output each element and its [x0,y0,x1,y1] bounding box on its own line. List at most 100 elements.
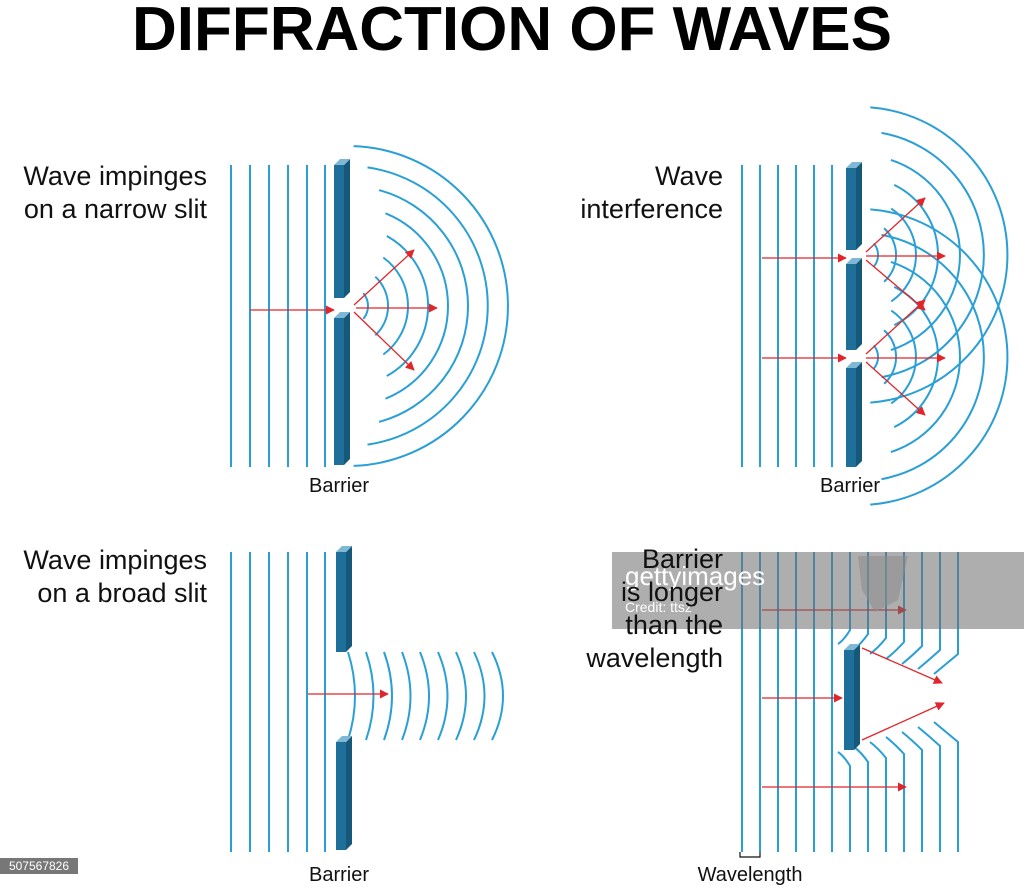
direction-arrow [865,197,926,253]
diffracted-wavefronts [870,106,1009,506]
barrier-side [856,162,862,250]
panel-label-line: Wave impinges [23,545,207,575]
barrier-caption: Barrier [309,864,369,886]
barrier-top [846,362,862,368]
image-id-background [0,858,78,874]
wavelength-bracket [739,852,761,858]
barrier-side [856,362,862,467]
panel-narrow-slit: Wave impinges on a narrow slit Barrier [23,145,509,497]
barrier-side [856,258,862,350]
incident-wavefronts [741,165,833,467]
wavefront-arc [367,166,489,446]
barrier-top [844,644,860,650]
page-title: DIFFRACTION OF WAVES [132,0,892,64]
barrier-face [846,168,856,250]
barrier-top [336,736,352,742]
barrier-side [346,736,352,850]
panel-label-line: Barrier [642,544,723,574]
incident-wavefronts [230,552,326,852]
wavefront-arc [383,651,393,741]
barrier-side [344,159,350,298]
panel-broad-slit: Wave impinges on a broad slit Barrier [23,545,504,886]
wavefront-arc [374,275,389,337]
direction-arrow [353,249,415,306]
direction-arrows [762,197,946,416]
barrier-face [334,318,344,465]
barrier-face [846,368,856,467]
barrier [334,159,350,465]
wavefront-arc [437,651,449,741]
panel-label-line: than the [625,610,723,640]
wavefront-arc [881,233,985,481]
watermark-credit: Credit: ttsz [625,599,692,615]
direction-arrows [250,249,438,371]
wavefront-arc [419,651,430,741]
barrier-face [336,552,346,652]
wavefront-arc [917,552,941,670]
panel-label-line: wavelength [585,643,723,673]
watermark: gettyimages Credit: ttsz [612,552,1024,629]
direction-arrow [861,647,943,684]
wavefront-arc [837,751,851,852]
barrier-caption: Barrier [820,475,880,497]
direction-arrow [865,299,926,355]
diffracted-wavefronts [347,651,504,741]
wavefront-arc [869,741,887,852]
barrier-face [844,650,854,750]
panel-label-line: Wave [655,161,723,191]
direction-arrow [865,361,926,416]
barrier-face [336,742,346,850]
wavefront-arc [455,651,467,741]
barrier [336,546,352,850]
panel-label-line: Wave impinges [23,161,207,191]
incident-wavefronts [230,165,326,467]
wavefront-arc [917,726,941,852]
barrier-top [334,312,350,318]
watermark-logo [858,556,908,612]
panel-label-line: interference [580,194,723,224]
barrier [846,162,862,467]
wavefront-arc [378,189,469,423]
wavefront-arc [870,106,1009,404]
panel-wave-interference: Wave interference Barrier [580,106,1009,506]
panel-label-line: on a broad slit [37,578,207,608]
barrier-top [846,258,862,264]
image-id-badge: 507567826 [0,858,78,874]
wavefront-arc [890,260,961,454]
panel-label-line: is longer [621,577,723,607]
wavefront-arc [933,552,959,675]
direction-arrow [353,311,415,371]
barrier-top [334,159,350,165]
wavefront-arc [491,651,504,741]
barrier-top [846,162,862,168]
wavefront-arc [385,212,449,400]
wavefront-arc [382,256,409,356]
wavefront-arc [901,731,923,852]
wavefront-arc [362,292,370,320]
barrier-side [346,546,352,652]
wavefront-arc [353,145,509,467]
wavefront-arc [365,651,375,741]
wavefront-arc [883,227,897,283]
wavefront-arc [872,242,880,268]
barrier-face [846,264,856,350]
watermark-band [612,552,1024,629]
image-id: 507567826 [9,859,69,873]
wavefront-arc [890,158,961,352]
watermark-brand: gettyimages [625,561,765,591]
barrier-top [336,546,352,552]
barrier-caption: Barrier [309,475,369,497]
wavefront-arc [473,651,486,741]
wavefront-arc [933,721,959,852]
wavefront-arc [853,746,869,852]
direction-arrow [865,259,926,311]
wavefront-arc [347,651,356,741]
panel-label-line: on a narrow slit [24,194,208,224]
wavefront-arc [901,552,923,665]
wavefront-arc [870,208,1009,506]
wavefront-arc [837,552,851,645]
barrier [844,644,860,750]
direction-arrow [861,702,945,741]
panel-long-barrier-labels: Barrier is longer than the wavelength [585,544,723,673]
